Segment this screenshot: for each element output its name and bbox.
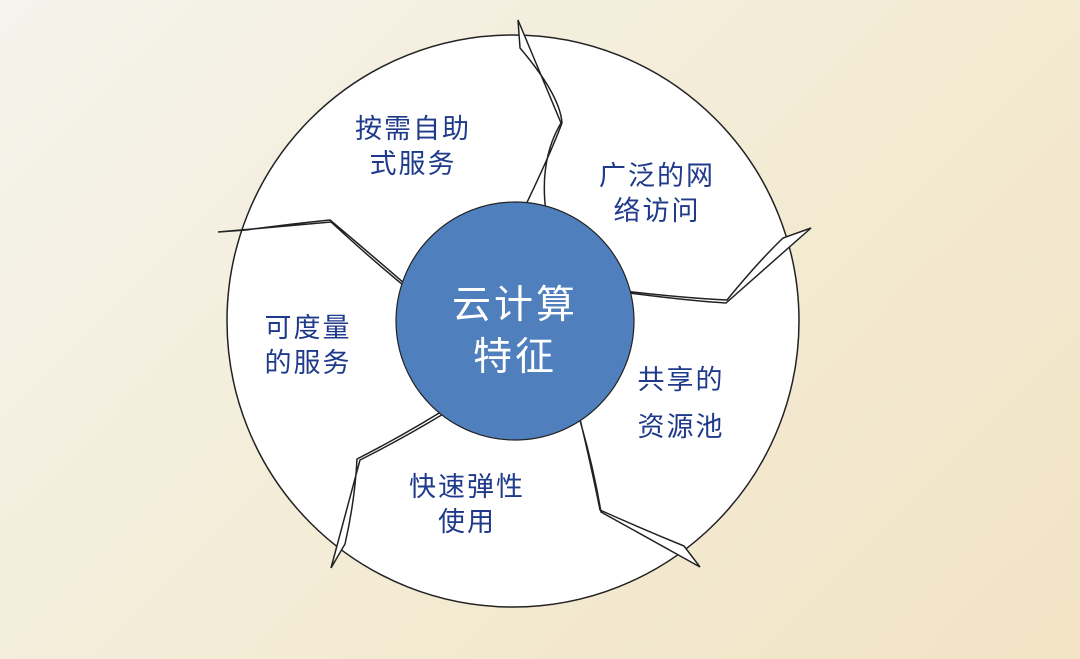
feature-network-access-line1: 广泛的网 [599, 161, 715, 192]
feature-resource-pool-line2: 资源池 [638, 412, 725, 443]
arrow-separator-left [217, 219, 422, 299]
arrow-separator-top [514, 19, 563, 227]
arrow-separator-bottom-left [330, 399, 461, 569]
feature-measured-service-line2: 的服务 [265, 348, 352, 379]
feature-rapid-elasticity-line1: 快速弹性 [409, 472, 525, 503]
feature-resource-pool-line1: 共享的 [638, 365, 725, 396]
feature-on-demand-line2: 式服务 [370, 149, 457, 180]
feature-network-access-line2: 络访问 [614, 196, 701, 227]
arrow-separator-bottom-right [574, 397, 701, 568]
center-title-line1: 云计算 [452, 283, 578, 328]
center-circle [395, 201, 635, 441]
feature-rapid-elasticity-line2: 使用 [438, 507, 496, 538]
center-title-line2: 特征 [473, 335, 557, 380]
feature-measured-service-line1: 可度量 [265, 313, 352, 344]
feature-on-demand-line1: 按需自助 [355, 114, 471, 145]
arrow-separator-right [606, 227, 812, 304]
